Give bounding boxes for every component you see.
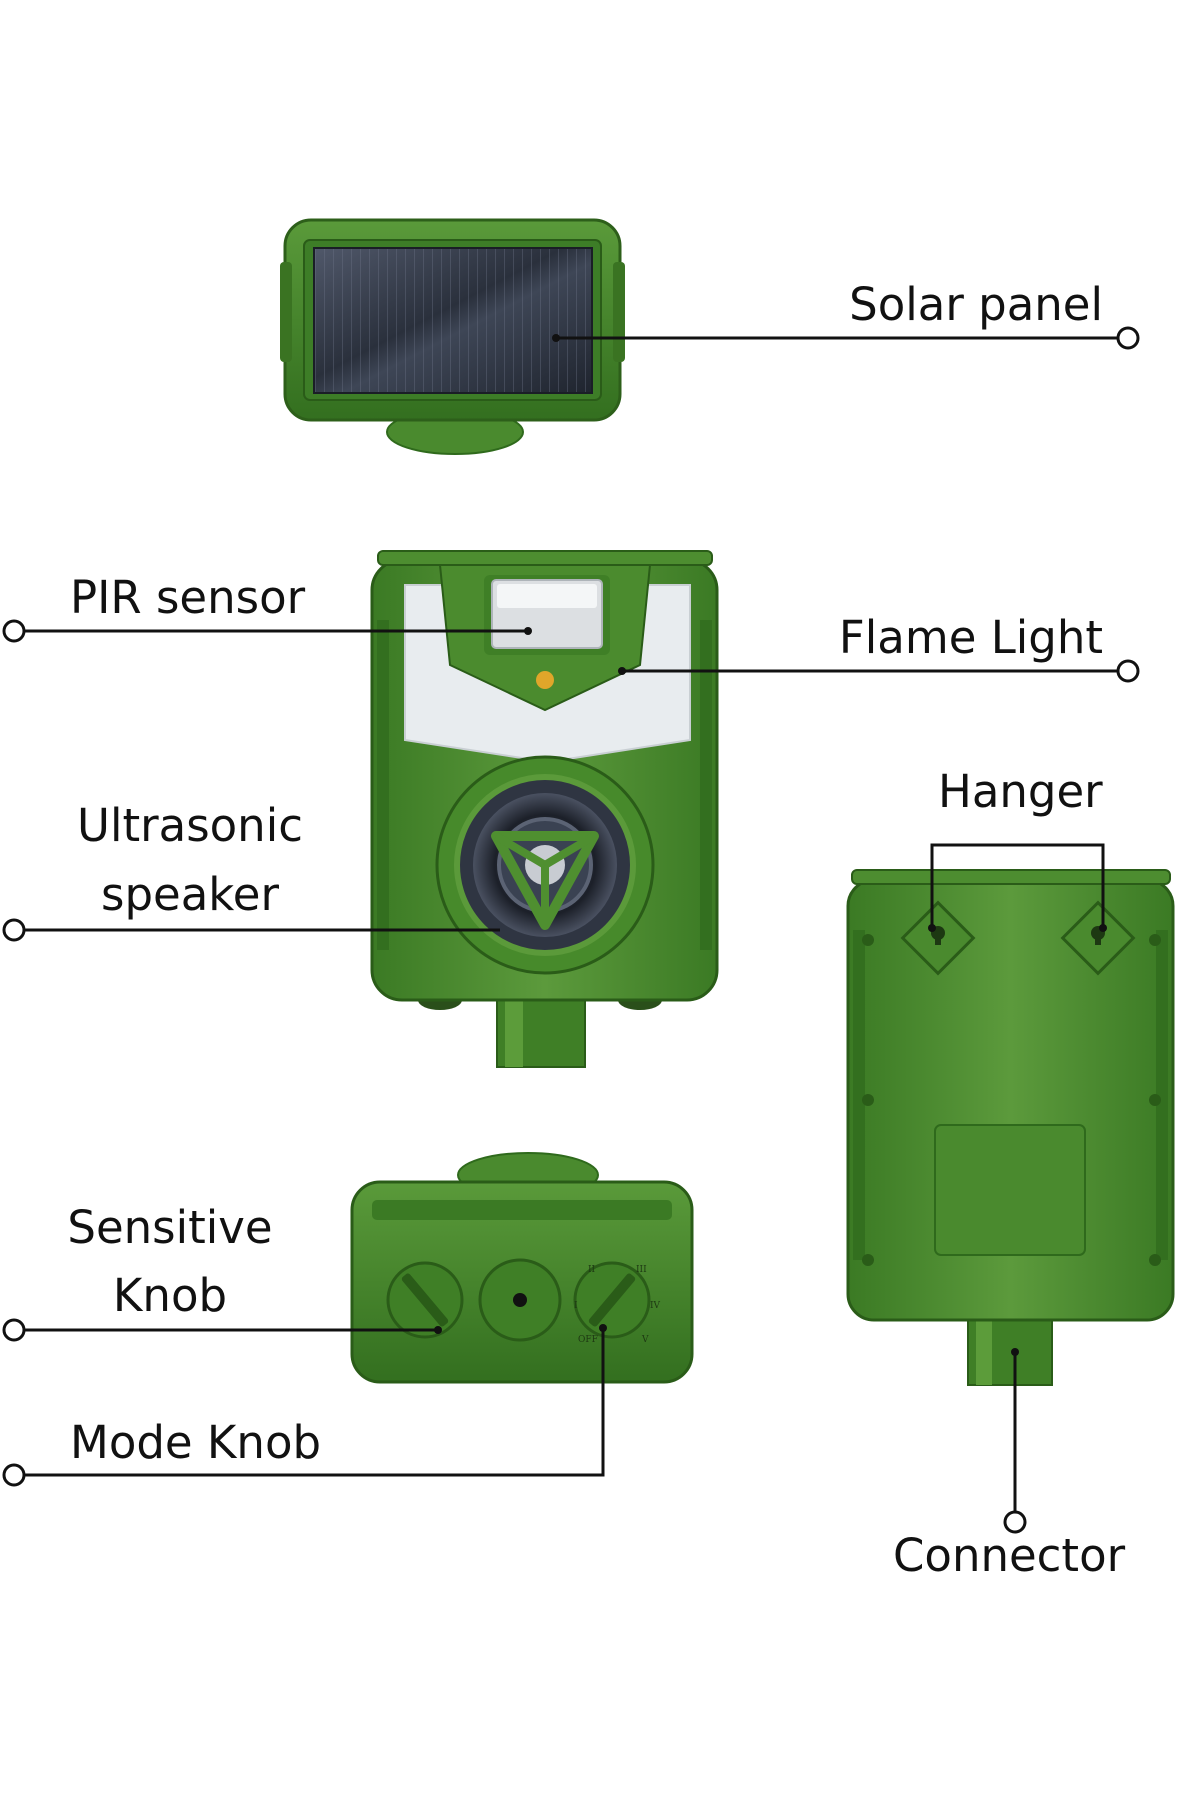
label-hanger: Hanger xyxy=(938,764,1103,820)
flame-light-endpoint xyxy=(1118,661,1138,681)
label-sensitive-line1: Sensitive xyxy=(40,1200,300,1256)
solar-panel-endpoint xyxy=(1118,328,1138,348)
mode-mark-4: IV xyxy=(650,1301,661,1311)
label-connector: Connector xyxy=(893,1528,1125,1584)
mode-mark-off: OFF xyxy=(578,1335,598,1345)
label-ultrasonic-line2: speaker xyxy=(60,867,320,923)
mode-mark-1: I xyxy=(574,1301,578,1311)
label-mode-knob: Mode Knob xyxy=(70,1415,321,1471)
label-sensitive-line2: Knob xyxy=(40,1268,300,1324)
mode-mark-5: V xyxy=(641,1335,649,1345)
mode-mark-3: III xyxy=(636,1265,647,1275)
label-solar-panel: Solar panel xyxy=(849,277,1103,333)
front-view-illustration xyxy=(372,551,717,1067)
ultrasonic-speaker-endpoint xyxy=(4,920,24,940)
label-pir-sensor: PIR sensor xyxy=(70,570,305,626)
mode-knob-endpoint xyxy=(4,1465,24,1485)
mode-mark-2: II xyxy=(588,1265,596,1275)
label-ultrasonic-line1: Ultrasonic xyxy=(60,798,320,854)
sensitive-knob-endpoint xyxy=(4,1320,24,1340)
label-flame-light: Flame Light xyxy=(839,610,1103,666)
pir-sensor-endpoint xyxy=(4,621,24,641)
rear-view-illustration xyxy=(848,870,1173,1385)
